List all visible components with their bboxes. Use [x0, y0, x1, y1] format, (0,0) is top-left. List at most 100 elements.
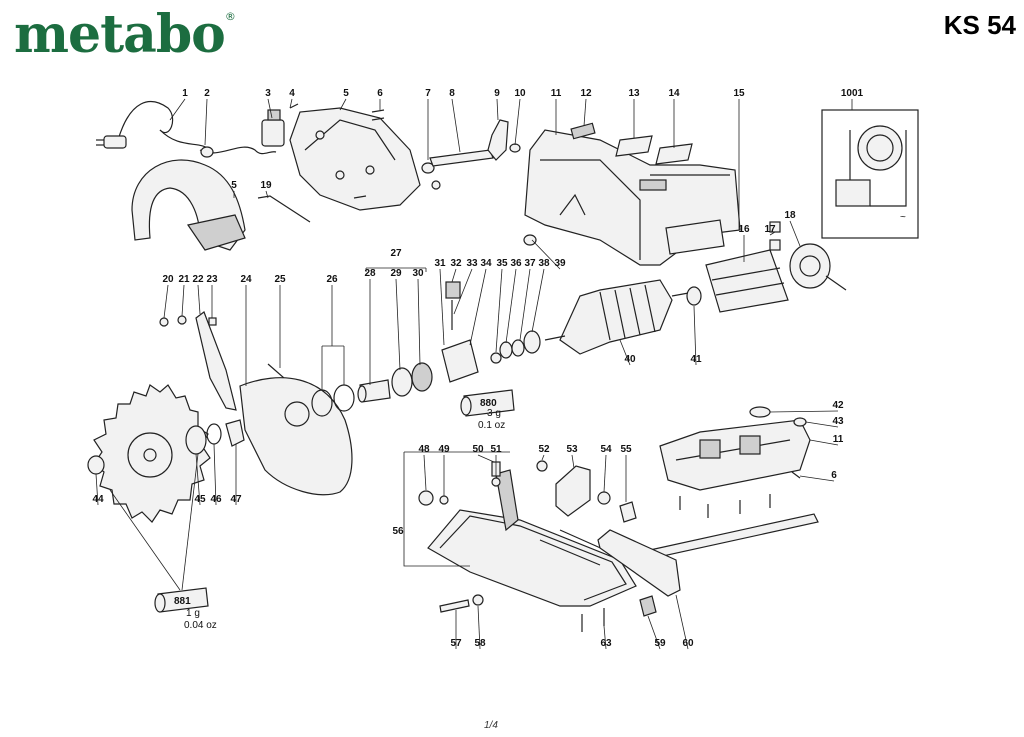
callout-leader	[583, 98, 587, 127]
callout-46: 46	[210, 494, 222, 505]
callout-56: 56	[392, 526, 404, 537]
callout-leader	[469, 268, 487, 346]
callout-5: 5	[343, 88, 349, 99]
washer-part	[472, 594, 484, 606]
power-cord-part	[96, 101, 211, 151]
callout-14: 14	[668, 88, 680, 99]
callout-leader	[267, 98, 273, 119]
nut-part	[491, 477, 501, 487]
callout-33: 33	[466, 258, 478, 269]
tube-weight-881: 1 g	[186, 608, 200, 619]
lubricant-tube-880: 880 3 g 0.1 oz	[460, 389, 515, 431]
callout-leader	[789, 220, 801, 247]
callout-39: 39	[554, 258, 566, 269]
ring-part	[499, 341, 513, 359]
metabo-logo: metabo®	[14, 4, 236, 65]
spindle-part	[357, 379, 391, 403]
callout-leader	[619, 339, 631, 366]
callout-leader	[769, 410, 839, 413]
callout-leader	[603, 454, 607, 493]
bearing-part	[391, 367, 413, 397]
callout-leader	[417, 278, 421, 366]
pin-part	[749, 406, 771, 418]
base-plate-part	[427, 469, 637, 607]
callout-11: 11	[551, 88, 562, 99]
guide-rod-part	[429, 149, 494, 167]
callout-leader	[531, 239, 561, 270]
callout-54: 54	[600, 444, 612, 455]
callout-leader	[495, 268, 503, 353]
tube-weight-880: 3 g	[487, 408, 501, 419]
knob-part	[619, 501, 637, 523]
callout-21: 21	[178, 274, 190, 285]
lever-part	[487, 119, 521, 161]
gear-housing-part	[659, 419, 811, 491]
callout-leader	[519, 268, 531, 341]
callout-2: 2	[204, 88, 210, 99]
callout-leader	[265, 190, 269, 199]
callout-leader	[163, 284, 169, 319]
callout-41: 41	[690, 354, 702, 365]
locking-knob-part	[639, 595, 657, 617]
page-number: 1/4	[484, 720, 498, 731]
callout-leader	[477, 605, 481, 650]
callout-15: 15	[733, 88, 745, 99]
brand-name: metabo	[14, 4, 226, 65]
callout-leader	[181, 284, 185, 317]
callout-47: 47	[230, 494, 242, 505]
callout-leader	[451, 98, 461, 153]
callout-leader	[809, 439, 839, 446]
callout-31: 31	[434, 258, 446, 269]
callout-leader	[289, 98, 293, 109]
callout-48: 48	[418, 444, 430, 455]
callout-59: 59	[654, 638, 666, 649]
callout-leader	[477, 454, 495, 463]
bearing-part	[523, 330, 541, 354]
callout-49: 49	[438, 444, 450, 455]
tube-ounces-880: 0.1 oz	[478, 420, 505, 431]
callout-26: 26	[326, 274, 338, 285]
callout-7: 7	[425, 88, 431, 99]
pin-part	[793, 417, 807, 427]
callout-leader	[541, 454, 545, 461]
screws-part	[353, 109, 385, 199]
callout-leader	[531, 268, 545, 333]
callout-16: 16	[738, 224, 750, 235]
washer-part	[597, 491, 611, 505]
callout-leader	[769, 231, 776, 236]
callout-36: 36	[510, 258, 522, 269]
callout-5: 5	[231, 180, 237, 191]
callout-51: 51	[490, 444, 502, 455]
callout-6: 6	[831, 470, 837, 481]
callout-1: 1	[182, 88, 188, 99]
tube-code-881: 881	[174, 596, 191, 607]
callout-leader	[197, 284, 201, 315]
callout-leader	[195, 453, 201, 506]
callout-leader	[169, 98, 186, 121]
callout-23: 23	[206, 274, 218, 285]
callout-44: 44	[92, 494, 104, 505]
callout-8: 8	[449, 88, 455, 99]
callout-27: 27	[390, 248, 402, 259]
callout-52: 52	[538, 444, 550, 455]
screw-part	[523, 234, 537, 246]
callout-leader	[439, 268, 445, 346]
callout-leader	[213, 443, 217, 506]
armature-part	[544, 279, 695, 355]
tube-ounces-881: 0.04 oz	[184, 620, 217, 631]
callout-13: 13	[628, 88, 640, 99]
o-ring-part	[333, 384, 355, 412]
callout-leader	[799, 475, 835, 482]
callout-4: 4	[289, 88, 295, 99]
callout-50: 50	[472, 444, 484, 455]
callout-6: 6	[377, 88, 383, 99]
callout-9: 9	[494, 88, 500, 99]
callout-34: 34	[480, 258, 492, 269]
callout-63: 63	[600, 638, 612, 649]
washer-part	[421, 162, 435, 174]
hex-key-part	[257, 195, 311, 223]
callout-leader	[805, 421, 839, 428]
flange-nut-part	[87, 455, 105, 475]
lubricant-tube-881: 881 1 g 0.04 oz	[154, 587, 217, 631]
